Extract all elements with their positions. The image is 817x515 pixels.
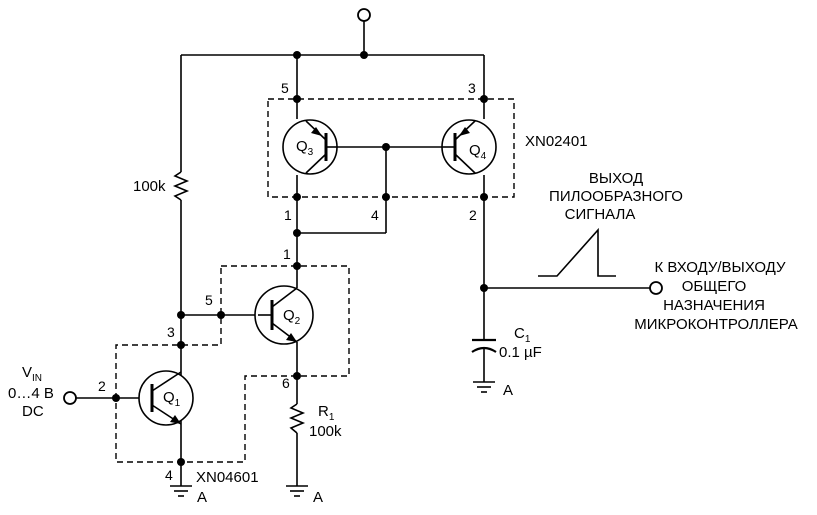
base-tie-wiring	[296, 146, 443, 266]
r1-label: R1	[318, 403, 335, 423]
output-wiring	[483, 197, 650, 340]
mcu-label-line2: ОБЩЕГО	[682, 278, 747, 295]
pin-number: 1	[284, 207, 292, 223]
junction-dot	[177, 311, 185, 319]
mcu-label-line4: МИКРОКОНТРОЛЛЕРА	[634, 316, 797, 333]
ground-symbol	[170, 485, 192, 497]
junction-dot	[293, 51, 301, 59]
pin-dot	[217, 311, 225, 319]
transistor-q4	[441, 99, 497, 197]
pin-number: 3	[167, 324, 175, 340]
c1-value: 0.1 µF	[499, 344, 542, 361]
pin-number: 5	[205, 292, 213, 308]
vin-terminal	[63, 391, 77, 405]
package-xn02401	[267, 98, 515, 198]
q4-label: Q4	[469, 142, 487, 162]
resistor-r1	[288, 376, 306, 486]
junction-dot	[293, 229, 301, 237]
pin-number: 1	[283, 246, 291, 262]
transistor-q1	[76, 370, 194, 426]
junction-dot	[382, 143, 390, 151]
ground-label: A	[313, 489, 323, 506]
pin-dot	[177, 341, 185, 349]
transistor-q2	[181, 266, 314, 376]
package-xn04601-label: XN04601	[196, 469, 259, 486]
q2-label: Q2	[283, 307, 301, 327]
sawtooth-waveform-icon	[538, 227, 616, 277]
ground-symbol	[286, 485, 308, 497]
q1-label: Q1	[163, 389, 181, 409]
pin-number: 3	[468, 80, 476, 96]
mcu-io-terminal	[649, 281, 663, 295]
pin-number: 4	[165, 467, 173, 483]
package-xn02401-label: XN02401	[525, 133, 588, 150]
mcu-label-line3: НАЗНАЧЕНИЯ	[663, 297, 765, 314]
q3-label: Q3	[296, 138, 314, 158]
sawtooth-label-line1: ВЫХОД	[589, 170, 643, 187]
pin-dot	[480, 95, 488, 103]
supply-terminal	[357, 8, 371, 22]
pin-dot	[293, 262, 301, 270]
pin-number: 6	[282, 375, 290, 391]
r1-value: 100k	[309, 423, 342, 440]
vin-range: 0…4 В	[8, 385, 54, 402]
supply-wiring	[181, 21, 485, 99]
mcu-label-line1: К ВХОДУ/ВЫХОДУ	[654, 259, 786, 276]
c1-label: C1	[514, 325, 531, 345]
ground-symbol	[473, 381, 495, 393]
vin-label: VIN	[22, 364, 42, 384]
pin-dot	[293, 95, 301, 103]
ground-label: A	[503, 382, 513, 399]
pin-number: 2	[98, 378, 106, 394]
junction-dot	[360, 51, 368, 59]
junction-dot	[480, 284, 488, 292]
capacitor-c1	[471, 338, 497, 382]
package-xn04601	[115, 265, 350, 463]
pin-number: 4	[371, 207, 379, 223]
vin-dc: DC	[22, 403, 44, 420]
pullup-resistor-value: 100k	[133, 178, 166, 195]
pin-number: 5	[281, 80, 289, 96]
pin-number: 2	[469, 207, 477, 223]
sawtooth-label-line2: ПИЛООБРАЗНОГО	[549, 188, 683, 205]
ground-label: A	[197, 489, 207, 506]
pin-dot	[293, 193, 301, 201]
pin-dot	[382, 193, 390, 201]
transistor-q3	[282, 99, 338, 197]
pin-dot	[112, 394, 120, 402]
sawtooth-label-line3: СИГНАЛА	[565, 206, 636, 223]
